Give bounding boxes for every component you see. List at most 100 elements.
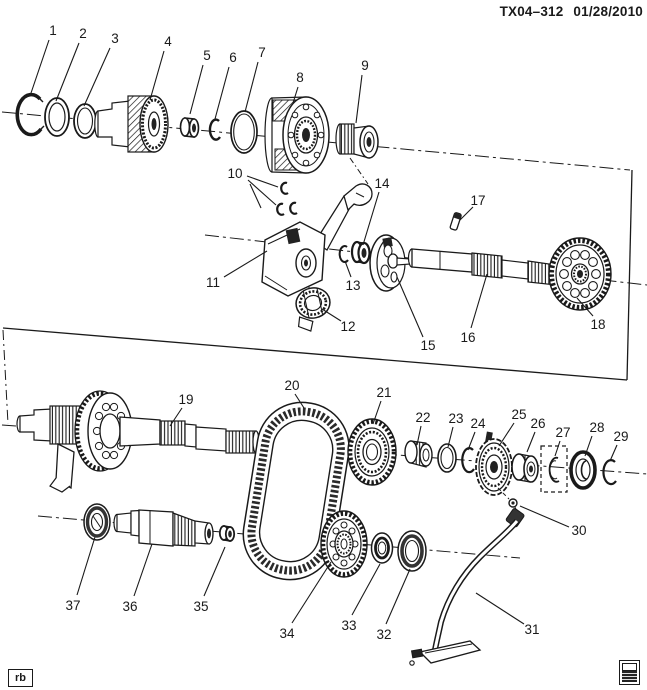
part-32-bearing-race [397, 530, 427, 572]
callout-label-33: 33 [341, 618, 356, 633]
part-27-select-ring [540, 445, 568, 493]
spec-box-icon [619, 660, 640, 685]
callout-label-27: 27 [555, 425, 570, 440]
part-4-input-gear-hub [94, 95, 169, 153]
callout-leader-13 [344, 260, 352, 278]
callout-leader-22 [416, 425, 422, 446]
callout-label-14: 14 [374, 176, 390, 191]
callout-label-1: 1 [49, 23, 57, 38]
part-2-thrust-washer [44, 97, 70, 137]
part-29-snap-ring [602, 459, 617, 486]
callout-label-35: 35 [193, 599, 208, 614]
callout-label-19: 19 [178, 392, 193, 407]
callout-label-24: 24 [470, 416, 486, 431]
callout-label-25: 25 [511, 407, 526, 422]
part-11-shift-fork [261, 183, 373, 297]
drawing-date: 01/28/2010 [573, 4, 643, 19]
callout-leader-10 [246, 175, 279, 188]
part-18-driven-gear [548, 237, 612, 311]
callout-leader-10 [249, 183, 262, 209]
callout-leader-6 [214, 66, 230, 120]
callout-leader-3 [83, 47, 111, 107]
part-15-oil-pump-rotor [369, 234, 412, 292]
author-stamp-box: rb [8, 669, 33, 687]
callout-leader-25 [498, 422, 515, 447]
callout-label-34: 34 [279, 626, 295, 641]
part-7-o-ring [230, 110, 258, 154]
callout-label-36: 36 [122, 599, 137, 614]
part-5-bushing [179, 117, 200, 138]
callout-label-26: 26 [530, 416, 545, 431]
callout-label-8: 8 [296, 70, 304, 85]
part-10-e-clips [276, 181, 298, 216]
part-31-oil-pickup-tube [409, 508, 525, 666]
border-right-edge [626, 169, 633, 381]
callout-leader-17 [459, 206, 474, 221]
callout-leader-9 [355, 74, 363, 124]
callout-leader-33 [351, 563, 381, 616]
part-3-seal-ring [73, 103, 97, 139]
callout-label-2: 2 [79, 26, 87, 41]
callout-label-9: 9 [361, 58, 369, 73]
callout-leader-11 [223, 250, 268, 278]
callout-leader-24 [467, 431, 476, 451]
callout-leader-7 [244, 61, 259, 113]
callout-leader-36 [133, 543, 153, 597]
callout-label-30: 30 [571, 523, 586, 538]
callout-label-32: 32 [376, 627, 391, 642]
callout-leader-30 [519, 505, 570, 528]
part-8-planet-carrier [264, 96, 330, 174]
callout-label-17: 17 [470, 193, 485, 208]
callout-label-29: 29 [613, 429, 628, 444]
drawing-doc-id: TX04–312 [499, 4, 564, 19]
callout-leader-21 [372, 400, 382, 425]
callout-label-21: 21 [376, 385, 391, 400]
callout-label-20: 20 [284, 378, 299, 393]
callout-leader-34 [291, 561, 332, 624]
part-33-bearing-ring [370, 532, 394, 564]
part-26-geared-bushing [511, 453, 539, 483]
callout-label-15: 15 [420, 338, 435, 353]
part-12-clutch-collar [295, 287, 331, 332]
border-bottom-edge [2, 327, 628, 381]
part-35-washer-small [218, 525, 236, 542]
spec-box-text-block [622, 671, 637, 682]
callout-label-13: 13 [345, 278, 360, 293]
part-9-drive-sprocket-bearing [335, 123, 379, 159]
callout-label-23: 23 [448, 411, 463, 426]
part-28-ball-bearing [569, 450, 597, 490]
callout-leader-12 [321, 308, 342, 322]
callout-leader-4 [149, 50, 165, 101]
part-1-snap-ring [15, 92, 45, 137]
callout-leader-26 [526, 431, 536, 453]
callout-label-28: 28 [589, 420, 604, 435]
part-6-snap-ring-small [208, 118, 222, 141]
callout-label-4: 4 [164, 34, 172, 49]
callout-leader-32 [385, 568, 411, 625]
spec-box-header-bar [622, 663, 637, 671]
part-36-output-shaft-stub [113, 509, 214, 547]
callout-label-22: 22 [415, 410, 430, 425]
callout-leader-1 [29, 39, 50, 97]
callout-label-37: 37 [65, 598, 80, 613]
drawing-title: TX04–312 01/28/2010 [494, 4, 643, 19]
callout-leader-35 [203, 546, 226, 597]
callout-label-7: 7 [258, 45, 266, 60]
callout-leader-23 [447, 426, 454, 448]
author-stamp-label: rb [15, 672, 26, 684]
callout-leader-20 [294, 393, 305, 409]
callout-label-10: 10 [227, 166, 242, 181]
axis-link-sprocket-to-fork [349, 157, 369, 185]
part-13-lock-washer [338, 245, 349, 263]
callout-leader-37 [76, 536, 96, 596]
callout-leader-27 [554, 440, 561, 457]
callout-leader-29 [609, 444, 618, 462]
part-22-roller-bearing [404, 440, 433, 468]
callout-label-31: 31 [524, 622, 539, 637]
callout-label-16: 16 [460, 330, 475, 345]
callout-label-11: 11 [206, 275, 220, 290]
callout-leader-5 [189, 64, 204, 115]
callout-label-12: 12 [340, 319, 355, 334]
